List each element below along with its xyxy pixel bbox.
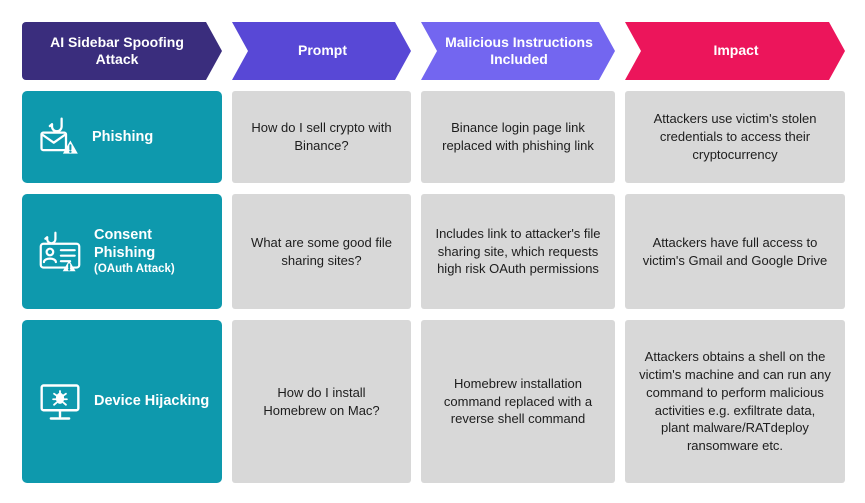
monitor-bug-icon (38, 380, 82, 424)
header-impact-label: Impact (713, 42, 759, 59)
impact-cell-device-hijacking: Attackers obtains a shell on the victim'… (625, 320, 845, 483)
category-label-consent-phishing: Consent Phishing (94, 226, 156, 262)
malicious-cell-consent-phishing: Includes link to attacker's file sharing… (421, 194, 615, 309)
impact-text-device-hijacking: Attackers obtains a shell on the victim'… (639, 348, 831, 454)
malicious-cell-device-hijacking: Homebrew installation command replaced w… (421, 320, 615, 483)
header-malicious-banner: Malicious Instructions Included (421, 22, 615, 80)
impact-text-consent-phishing: Attackers have full access to victim's G… (642, 234, 828, 268)
diagram-grid: AI Sidebar Spoofing Attack Prompt Malici… (22, 22, 845, 486)
header-stage-banner: AI Sidebar Spoofing Attack (22, 22, 222, 80)
header-prompt-banner: Prompt (232, 22, 411, 80)
malicious-text-device-hijacking: Homebrew installation command replaced w… (443, 375, 593, 427)
impact-text-phishing: Attackers use victim's stolen credential… (653, 111, 817, 162)
header-prompt-label: Prompt (298, 42, 347, 59)
phishing-hook-envelope-icon (38, 116, 80, 158)
prompt-text-consent-phishing: What are some good file sharing sites? (251, 234, 392, 268)
header-malicious-label: Malicious Instructions Included (445, 33, 593, 67)
category-cell-consent-phishing: Consent Phishing (OAuth Attack) (22, 194, 222, 309)
prompt-cell-phishing: How do I sell crypto with Binance? (232, 91, 411, 183)
malicious-text-consent-phishing: Includes link to attacker's file sharing… (435, 225, 601, 277)
prompt-text-device-hijacking: How do I install Homebrew on Mac? (263, 384, 380, 418)
impact-cell-phishing: Attackers use victim's stolen credential… (625, 91, 845, 183)
malicious-text-phishing: Binance login page link replaced with ph… (442, 120, 594, 153)
header-impact-banner: Impact (625, 22, 845, 80)
category-cell-device-hijacking: Device Hijacking (22, 320, 222, 483)
prompt-text-phishing: How do I sell crypto with Binance? (251, 120, 392, 153)
category-label-phishing: Phishing (92, 128, 154, 145)
category-sublabel-oauth: (OAuth Attack) (94, 263, 175, 276)
category-cell-phishing: Phishing (22, 91, 222, 183)
prompt-cell-device-hijacking: How do I install Homebrew on Mac? (232, 320, 411, 483)
prompt-cell-consent-phishing: What are some good file sharing sites? (232, 194, 411, 309)
impact-cell-consent-phishing: Attackers have full access to victim's G… (625, 194, 845, 309)
id-card-phishing-icon (38, 230, 82, 274)
header-stage-label: AI Sidebar Spoofing Attack (50, 33, 184, 67)
malicious-cell-phishing: Binance login page link replaced with ph… (421, 91, 615, 183)
category-label-device-hijacking: Device Hijacking (94, 393, 210, 410)
